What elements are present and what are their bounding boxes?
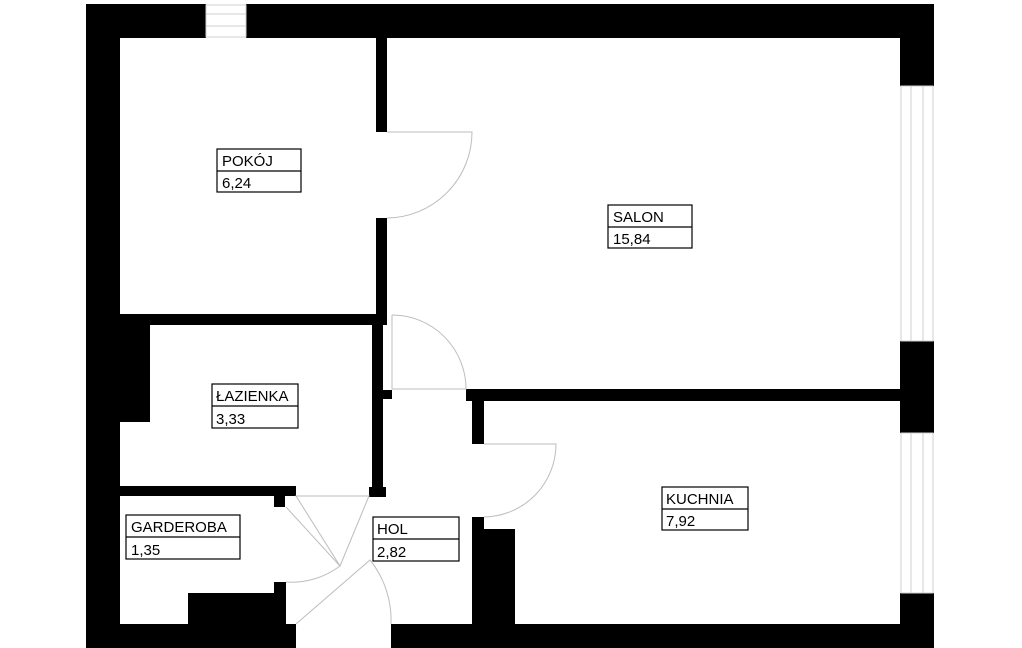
windows: [205, 4, 934, 594]
room-area: 6,24: [222, 175, 251, 192]
room-label-kuchnia: KUCHNIA 7,92: [661, 486, 749, 531]
wall-lazienka-hol-base: [369, 487, 386, 497]
wall-pokoj-salon-upper: [376, 38, 387, 132]
room-name: POKÓJ: [222, 153, 273, 170]
wall-right-middle: [900, 341, 934, 433]
room-label-salon: SALON 15,84: [607, 204, 693, 249]
wall-kuchnia-column: [472, 529, 515, 624]
room-label-garderoba: GARDEROBA 1,35: [125, 514, 241, 560]
room-area: 2,82: [377, 544, 406, 561]
door-salon: [391, 314, 467, 390]
room-label-lazienka: ŁAZIENKA 3,33: [211, 383, 299, 429]
window-salon: [900, 85, 934, 342]
wall-pokoj-salon-lower: [376, 218, 387, 325]
room-name: SALON: [613, 209, 664, 226]
wall-kuchnia-block: [472, 517, 484, 529]
wall-lazienka-garderoba: [120, 486, 296, 496]
doors: [285, 131, 557, 625]
wall-kuchnia-stub: [472, 401, 484, 444]
wall-left: [86, 4, 120, 648]
room-area: 3,33: [216, 411, 245, 428]
door-lazienka: [295, 495, 370, 568]
room-area: 1,35: [131, 542, 160, 559]
door-entrance: [295, 559, 392, 625]
wall-garderoba-block: [188, 593, 274, 624]
wall-right-top: [900, 4, 934, 86]
room-label-hol: HOL 2,82: [372, 516, 460, 562]
interior-walls: [120, 38, 900, 624]
wall-top-right: [246, 4, 934, 38]
wall-garderoba-hol-lower: [274, 582, 286, 624]
door-garderoba: [285, 506, 341, 583]
wall-salon-kuchnia: [466, 389, 900, 401]
wall-bottom-right: [391, 624, 934, 648]
window-top: [205, 4, 247, 38]
outer-walls: [86, 4, 934, 648]
wall-lazienka-hol-stub: [372, 390, 392, 399]
door-kuchnia: [483, 443, 557, 518]
wall-bottom-left: [86, 624, 296, 648]
room-area: 15,84: [613, 231, 651, 248]
room-name: HOL: [377, 521, 408, 538]
wall-lazienka-hol: [372, 315, 383, 496]
door-pokoj: [386, 131, 473, 219]
room-area: 7,92: [666, 513, 695, 530]
room-label-pokoj: POKÓJ 6,24: [216, 148, 302, 193]
wall-garderoba-stub: [274, 496, 285, 507]
wall-lazienka-column: [120, 325, 150, 422]
room-name: GARDEROBA: [131, 519, 227, 536]
wall-pokoj-lazienka: [120, 314, 387, 325]
window-kuchnia: [900, 432, 934, 594]
room-name: ŁAZIENKA: [216, 388, 289, 405]
room-name: KUCHNIA: [666, 491, 734, 508]
